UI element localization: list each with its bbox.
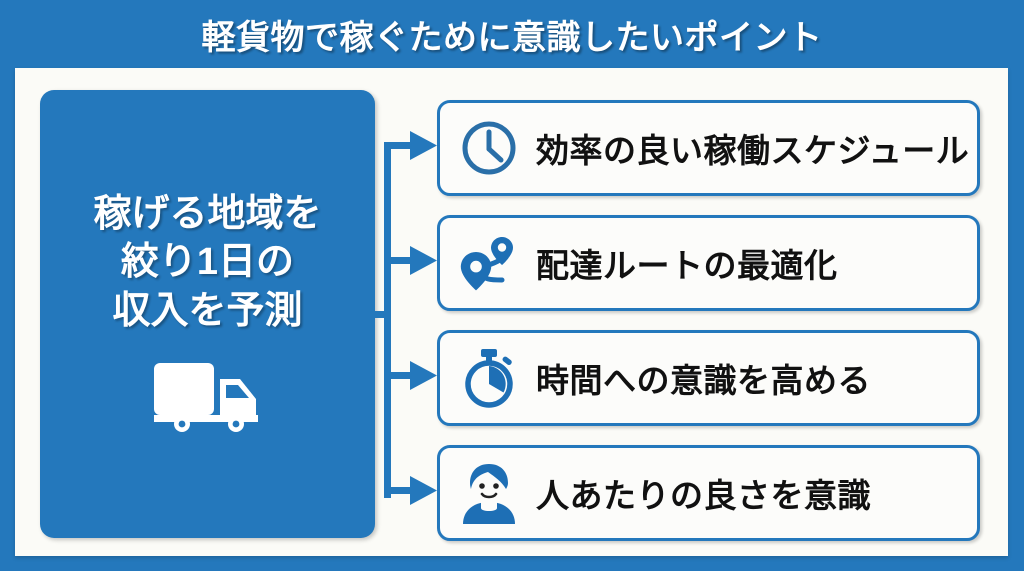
- header-bar: 軽貨物で稼ぐために意識したいポイント: [0, 0, 1024, 68]
- left-callout-panel: 稼げる地域を 絞り1日の 収入を予測: [40, 90, 375, 538]
- truck-icon: [152, 359, 264, 438]
- stopwatch-icon: [458, 347, 520, 409]
- point-item-4[interactable]: 人あたりの良さを意識: [437, 445, 980, 541]
- left-callout-line-3: 収入を予測: [112, 289, 303, 332]
- route-pin-icon: [458, 232, 520, 294]
- point-item-2-label: 配達ルートの最適化: [536, 247, 838, 284]
- point-item-1-label: 効率の良い稼働スケジュール: [536, 132, 970, 169]
- point-item-2[interactable]: 配達ルートの最適化: [437, 215, 980, 311]
- point-item-1[interactable]: 効率の良い稼働スケジュール: [437, 100, 980, 196]
- clock-icon: [458, 117, 520, 179]
- left-callout-line-1: 稼げる地域を: [93, 192, 322, 235]
- left-callout-text: 稼げる地域を 絞り1日の 収入を予測: [93, 190, 321, 336]
- page-title: 軽貨物で稼ぐために意識したいポイント: [201, 18, 823, 57]
- left-callout-line-2: 絞り1日の: [120, 241, 295, 284]
- person-icon: [458, 462, 520, 524]
- point-item-3-label: 時間への意識を高める: [536, 362, 871, 399]
- point-item-4-label: 人あたりの良さを意識: [536, 477, 871, 514]
- point-item-3[interactable]: 時間への意識を高める: [437, 330, 980, 426]
